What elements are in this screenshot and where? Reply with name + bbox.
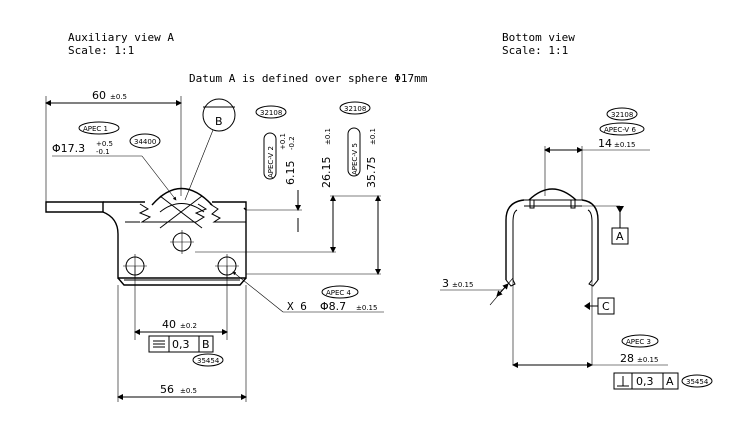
dim-56-tol: ±0.5 [180, 387, 197, 395]
ref-35454-a: 35454 [197, 357, 220, 365]
fcf-bottom: 0,3 A 35454 [613, 372, 713, 390]
dim-28-value: 28 [620, 352, 634, 365]
dim-6-15-tol-low: -0.2 [288, 136, 296, 150]
aux-view-geometry [45, 188, 247, 286]
fcf-aux-value: 0,3 [172, 338, 190, 351]
dim-56-value: 56 [160, 383, 174, 396]
datum-note: Datum A is defined over sphere Φ17mm [189, 72, 428, 85]
dimension-14: 32108 APEC-V 6 14 ±0.15 [544, 107, 650, 200]
perpendicularity-symbol-icon [617, 376, 629, 387]
dimension-56: 56 ±0.5 [117, 285, 247, 402]
apec-4-label: APEC 4 [326, 289, 352, 297]
datum-a-box: A [611, 206, 629, 245]
dimension-35-75: 32108 APEC-V 5 35.75 ±0.1 [246, 101, 381, 275]
dimension-6-15: 32108 APEC-V 2 6.15 +0.1 -0.2 [246, 105, 302, 232]
dimension-40: 40 ±0.2 [134, 266, 228, 340]
dim-14-value: 14 [598, 137, 612, 150]
dim-26-15-value: 26.15 [320, 157, 333, 189]
fcf-aux-datum: B [202, 338, 210, 351]
apec-v6-label: APEC-V 6 [604, 126, 636, 134]
dim-40-tol: ±0.2 [180, 322, 197, 330]
aux-view-title: Auxiliary view A [68, 31, 174, 44]
dim-60-tol: ±0.5 [110, 93, 127, 101]
dim-3-tol: ±0.15 [452, 281, 473, 289]
datum-b-letter: B [215, 115, 223, 128]
dim-6-15-tol-up: +0.1 [279, 133, 287, 150]
ref-34400: 34400 [134, 138, 156, 146]
bottom-view-geometry [505, 188, 620, 365]
dim-3-value: 3 [442, 277, 449, 290]
ref-35454-b: 35454 [686, 378, 709, 386]
dim-6-15-value: 6.15 [284, 161, 297, 186]
dimension-60: 60 ±0.5 [45, 89, 182, 202]
fcf-bottom-value: 0,3 [636, 375, 654, 388]
dia-17-tol-low: -0.1 [96, 148, 110, 156]
dimension-26-15: 26.15 ±0.1 [195, 128, 336, 253]
datum-b-bubble: B [184, 98, 236, 201]
dia-17-tol-up: +0.5 [96, 140, 113, 148]
dim-26-15-tol: ±0.1 [324, 128, 332, 145]
apec-3-label: APEC 3 [626, 338, 651, 346]
dim-40-value: 40 [162, 318, 176, 331]
dimension-28: APEC 3 28 ±0.15 [512, 334, 668, 368]
datum-c-letter: C [602, 300, 610, 313]
apec-1-callout: APEC 1 Φ17.3 +0.5 -0.1 34400 [52, 121, 177, 201]
dim-35-75-value: 35.75 [365, 157, 378, 189]
dia-17-value: Φ17.3 [52, 142, 85, 155]
datum-c-box: C [584, 297, 615, 315]
fcf-bottom-datum: A [666, 375, 674, 388]
apec-v5-label: APEC-V 5 [351, 143, 359, 175]
dim-60-value: 60 [92, 89, 106, 102]
bottom-view-title: Bottom view [502, 31, 575, 44]
fcf-aux: 0,3 B 35454 [148, 335, 224, 367]
holes-dia: Φ8.7 [320, 300, 346, 313]
apec-v2-label: APEC-V 2 [267, 146, 275, 178]
ref-32108-a: 32108 [260, 109, 282, 117]
holes-callout: APEC 4 X 6 Φ8.7 ±0.15 [232, 271, 384, 313]
holes-count: X 6 [287, 300, 307, 313]
apec-1-label: APEC 1 [83, 125, 108, 133]
dim-14-tol: ±0.15 [614, 141, 635, 149]
ref-32108-b: 32108 [344, 105, 366, 113]
ref-32108-c: 32108 [611, 111, 633, 119]
dimension-3: 3 ±0.15 [440, 277, 514, 306]
holes-tol: ±0.15 [356, 304, 377, 312]
dim-28-tol: ±0.15 [637, 356, 658, 364]
flatness-symbol-icon [153, 340, 165, 348]
dim-35-75-tol: ±0.1 [369, 128, 377, 145]
datum-a-letter: A [616, 230, 624, 243]
aux-view-scale: Scale: 1:1 [68, 44, 134, 57]
bottom-view-scale: Scale: 1:1 [502, 44, 568, 57]
